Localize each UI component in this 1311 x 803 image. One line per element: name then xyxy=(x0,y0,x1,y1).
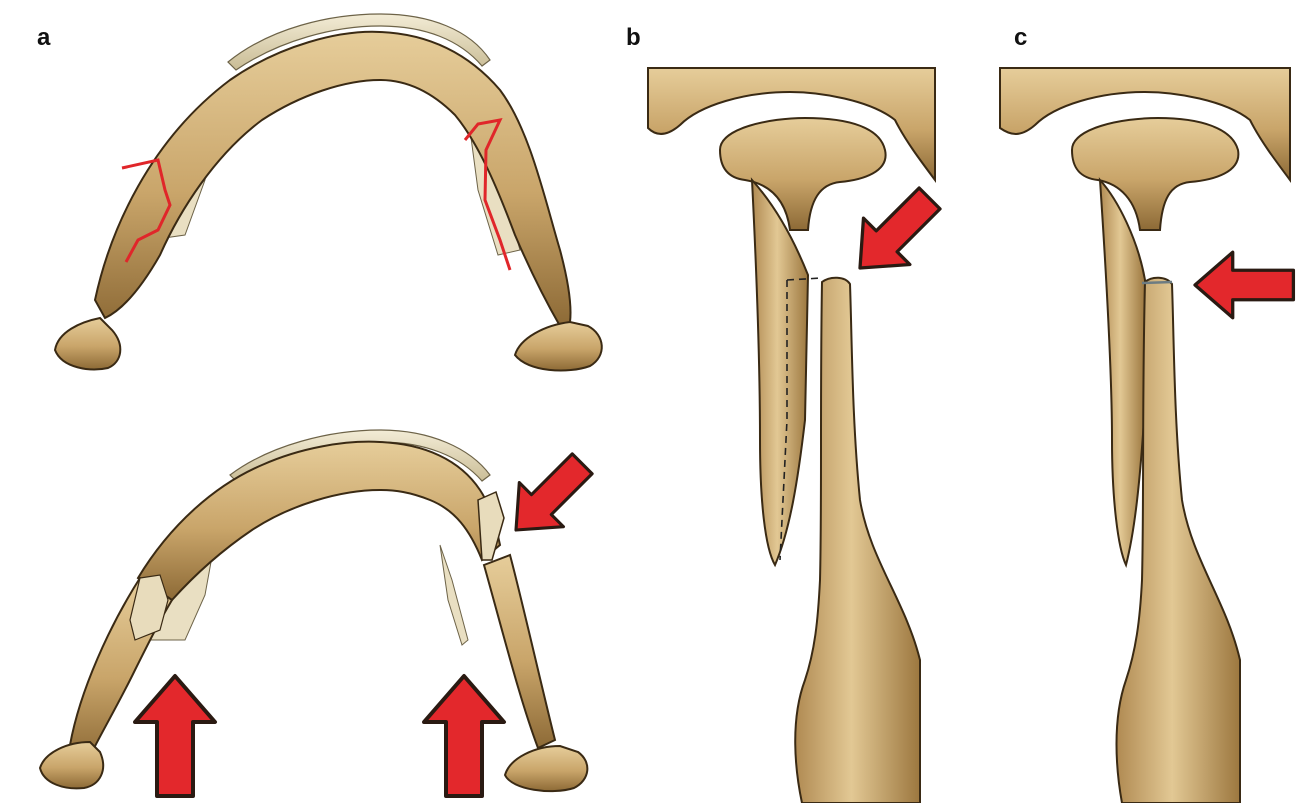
condylar-neck-c xyxy=(1100,180,1145,565)
mandible-intact xyxy=(55,14,602,371)
fracture-surface xyxy=(478,492,504,560)
right-condyle-lower xyxy=(505,746,587,791)
left-condyle xyxy=(55,318,120,369)
condyle-b xyxy=(648,68,935,803)
condyle-c xyxy=(1000,68,1290,803)
force-arrow-diag-b-icon xyxy=(837,175,953,291)
force-arrow-left-c-icon xyxy=(1195,252,1293,318)
force-arrow-up-left-icon xyxy=(135,676,215,796)
condylar-head-c xyxy=(1072,118,1238,230)
left-condyle-lower xyxy=(40,742,103,788)
mandible-body xyxy=(95,32,571,326)
right-condyle xyxy=(515,322,602,371)
condylar-neck-b xyxy=(752,180,808,565)
force-arrow-diag-a-icon xyxy=(494,442,604,552)
force-arrow-up-right-icon xyxy=(424,676,504,796)
ramus-b xyxy=(795,278,920,803)
mandible-fractured xyxy=(40,430,587,791)
reduction-line-c xyxy=(1142,282,1172,283)
condylar-head-b xyxy=(720,118,886,230)
